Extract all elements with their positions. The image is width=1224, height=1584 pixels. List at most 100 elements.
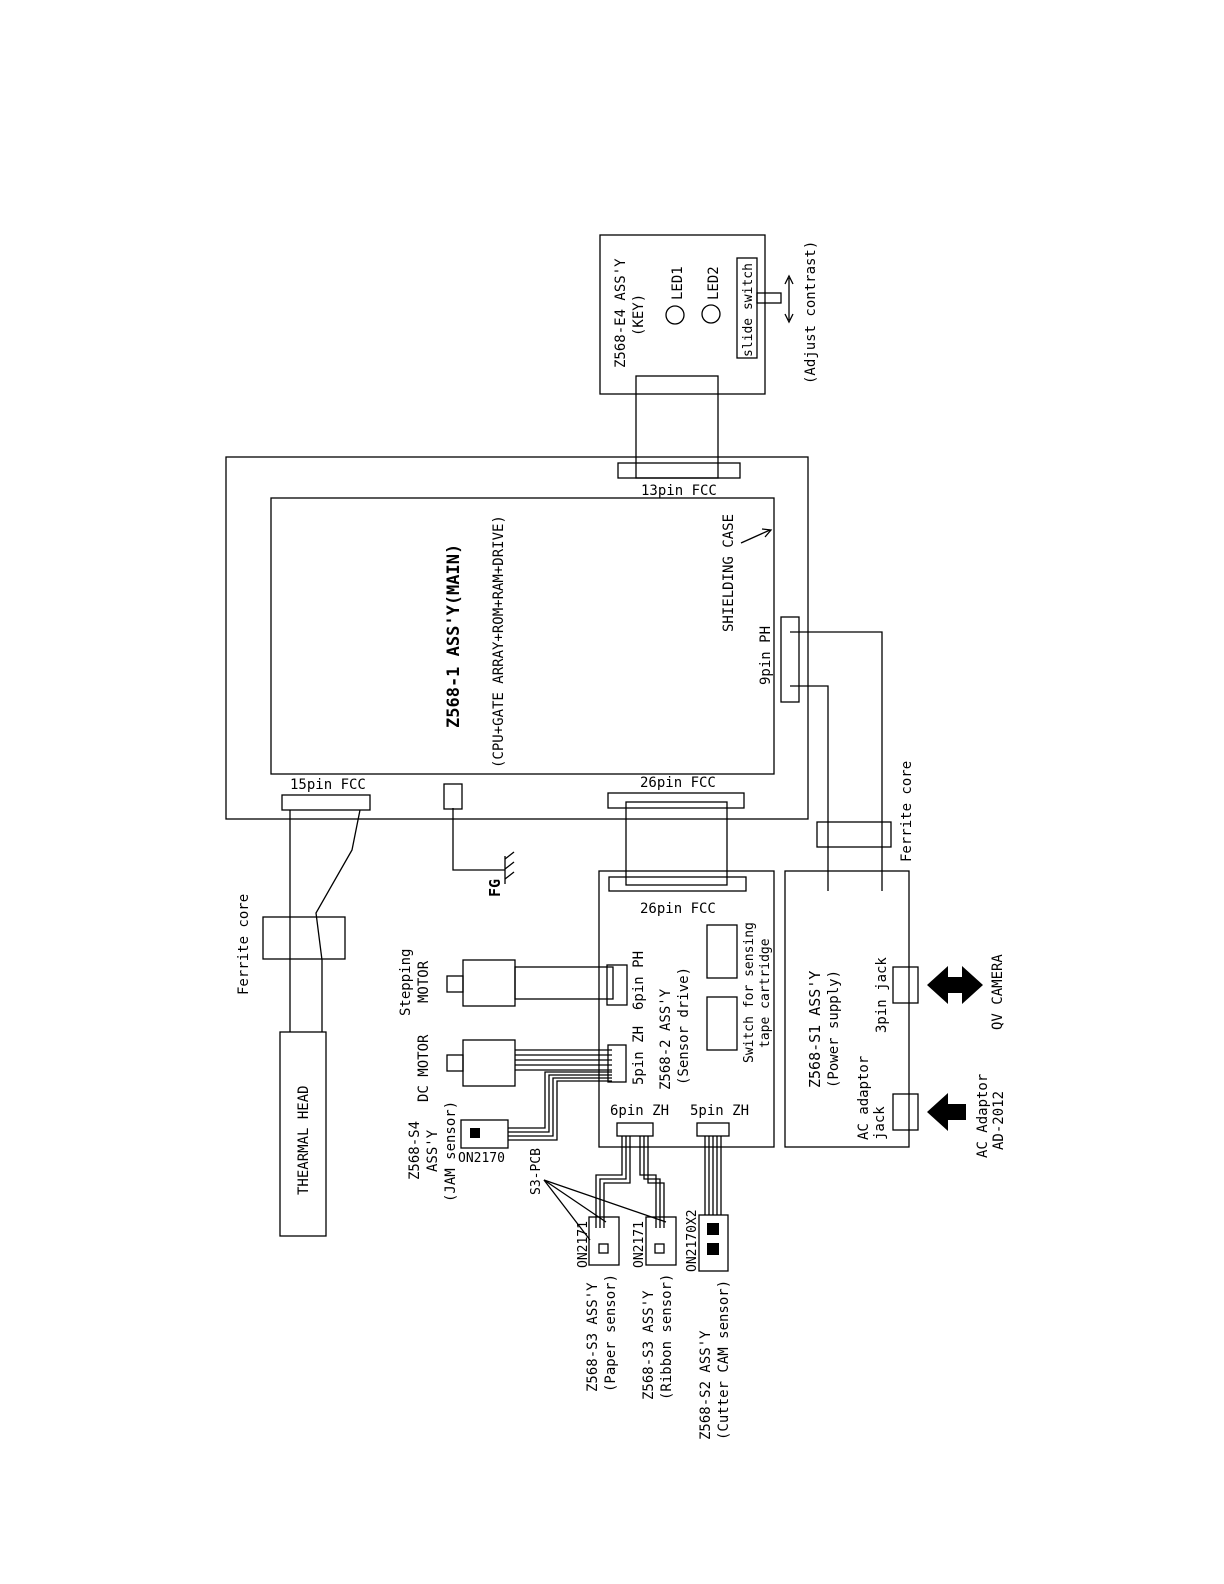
s3-pcb-label: S3-PCB [529, 1148, 544, 1195]
qv-camera-label: QV CAMERA [990, 954, 1006, 1030]
stepping-motor-cable [514, 966, 614, 1000]
led2-label: LED2 [706, 266, 722, 300]
cutter-cam-sensor-box [698, 1214, 729, 1272]
stepping-motor-label-1: Stepping [398, 949, 414, 1016]
connector-26pin-label-main: 26pin FCC [640, 775, 716, 791]
s3-paper-label-1: Z568-S3 ASS'Y [585, 1282, 601, 1392]
ac-jack-label-1: AC adaptor [856, 1056, 872, 1140]
s3-ribbon-label-2: (Ribbon sensor) [659, 1274, 675, 1400]
connector-9pin-label: 9pin PH [758, 626, 774, 685]
key-board-outline [599, 234, 766, 395]
jam-sensor-element [470, 1128, 480, 1138]
ac-jack-label-2: jack [872, 1106, 888, 1140]
s4-label-3: (JAM sensor) [443, 1101, 459, 1202]
connector-15pin-label: 15pin FCC [290, 777, 366, 793]
key-board: Z568-E4 ASS'Y (KEY) LED1 LED2 slide swit… [599, 234, 819, 395]
thermal-head-box [279, 1031, 327, 1237]
shielding-case-label: SHIELDING CASE [721, 514, 737, 632]
cable-9pin-to-power [790, 631, 883, 891]
s3-paper-label-2: (Paper sensor) [603, 1274, 619, 1392]
cartridge-switch-1 [706, 924, 738, 979]
connector-6pin-ph [606, 964, 628, 1006]
slide-switch-box [736, 257, 758, 359]
cable-15pin [289, 809, 361, 1032]
jack-3pin-label: 3pin jack [874, 957, 890, 1033]
power-board-outline [784, 870, 910, 1148]
power-board: Z568-S1 ASS'Y (Power supply) 3pin jack A… [784, 870, 1007, 1158]
s2-sensor-wires [704, 1136, 722, 1215]
stepping-motor-label-2: MOTOR [416, 960, 432, 1003]
on2170x2-label: ON2170X2 [685, 1209, 700, 1272]
adjust-contrast-label: (Adjust contrast) [803, 241, 819, 384]
dc-motor-body [462, 1039, 516, 1087]
connector-5pin-zh-b [696, 1122, 730, 1137]
paper-sensor: ON2171 Z568-S3 ASS'Y (Paper sensor) [576, 1216, 620, 1392]
connector-26pin-fcc-sensor [608, 876, 747, 892]
ribbon-sensor-box [645, 1216, 677, 1266]
s3-ribbon-label-1: Z568-S3 ASS'Y [641, 1290, 657, 1400]
main-board-subtitle: (CPU+GATE ARRAY+ROM+RAM+DRIVE) [491, 515, 507, 768]
ac-adaptor-jack [892, 1093, 919, 1131]
ferrite-core-power-label: Ferrite core [899, 761, 915, 862]
connector-6pin-ph-label: 6pin PH [631, 951, 647, 1010]
ac-adaptor-label-2: AD-2012 [991, 1091, 1007, 1150]
main-board: Z568-1 ASS'Y(MAIN) (CPU+GATE ARRAY+ROM+R… [225, 456, 809, 820]
jam-sensor-wires [508, 1071, 612, 1141]
sensor-board-subtitle: (Sensor drive) [676, 967, 692, 1085]
ac-adaptor-label-1: AC Adaptor [975, 1074, 991, 1158]
switch-label-line2: tape cartridge [758, 938, 773, 1048]
on2171-b-label: ON2171 [632, 1221, 647, 1268]
dc-motor-label: DC MOTOR [416, 1034, 432, 1102]
thermal-head-label: THEARMAL HEAD [296, 1085, 312, 1195]
main-board-title: Z568-1 ASS'Y(MAIN) [444, 544, 464, 728]
sensor-board-title: Z568-2 ASS'Y [658, 988, 674, 1090]
power-board-subtitle: (Power supply) [826, 970, 842, 1088]
connector-5pin-zh-label: 5pin ZH [631, 1026, 647, 1085]
connector-9pin-ph [780, 616, 800, 703]
s4-label-2: ASS'Y [425, 1129, 441, 1172]
fg-ground: FG [452, 808, 515, 897]
stepping-motor-body [462, 959, 516, 1007]
slide-switch-knob [756, 292, 782, 304]
power-board-title: Z568-S1 ASS'Y [806, 971, 824, 1088]
paper-sensor-box [588, 1216, 620, 1266]
stepping-motor-shaft [446, 975, 464, 993]
s4-label-1: Z568-S4 [407, 1121, 423, 1180]
dc-motor-shaft [446, 1054, 464, 1072]
slide-switch-label: slide switch [741, 263, 756, 357]
led1-label: LED1 [670, 266, 686, 300]
on2170-label: ON2170 [458, 1151, 505, 1166]
stepping-motor: Stepping MOTOR [398, 949, 614, 1016]
connector-15pin-fcc [281, 794, 371, 811]
jam-sensor: Z568-S4 ASS'Y (JAM sensor) ON2170 [407, 1101, 509, 1202]
cutter-cam-element-2 [707, 1243, 719, 1255]
connector-26pin-label-sensor: 26pin FCC [640, 901, 716, 917]
connector-26pin-fcc-main [607, 792, 745, 809]
connector-5pin-zh [607, 1044, 627, 1083]
thermal-head-group: Ferrite core THEARMAL HEAD [236, 809, 361, 1237]
ferrite-core-head-label: Ferrite core [236, 894, 252, 995]
on2171-a-label: ON2171 [576, 1221, 591, 1268]
ribbon-sensor: ON2171 Z568-S3 ASS'Y (Ribbon sensor) [632, 1216, 677, 1400]
ac-adaptor-arrow-icon [927, 1093, 966, 1131]
jam-sensor-box [460, 1119, 509, 1149]
ferrite-core-head [262, 916, 346, 960]
ferrite-core-power [816, 821, 892, 848]
s3-pcb-pointers [543, 1179, 667, 1241]
connector-13pin-label: 13pin FCC [641, 483, 717, 499]
led1-icon [665, 305, 685, 325]
connector-6pin-zh [616, 1122, 654, 1137]
cartridge-switch-2 [706, 996, 738, 1051]
sensor-board-outline [598, 870, 775, 1148]
connector-6pin-zh-label: 6pin ZH [610, 1103, 669, 1119]
key-board-title: Z568-E4 ASS'Y [613, 258, 629, 368]
dc-motor-wires [515, 1049, 612, 1071]
cutter-cam-element-1 [707, 1223, 719, 1235]
sensor-board: 26pin FCC 6pin PH 5pin ZH Z568-2 ASS'Y (… [598, 870, 775, 1148]
fcc-cable-26pin [625, 801, 728, 886]
s2-label-2: (Cutter CAM sensor) [716, 1280, 732, 1440]
connector-13pin-fcc [617, 462, 741, 479]
paper-sensor-element [598, 1243, 609, 1254]
jack-3pin [892, 966, 919, 1004]
fg-label: FG [486, 879, 504, 897]
